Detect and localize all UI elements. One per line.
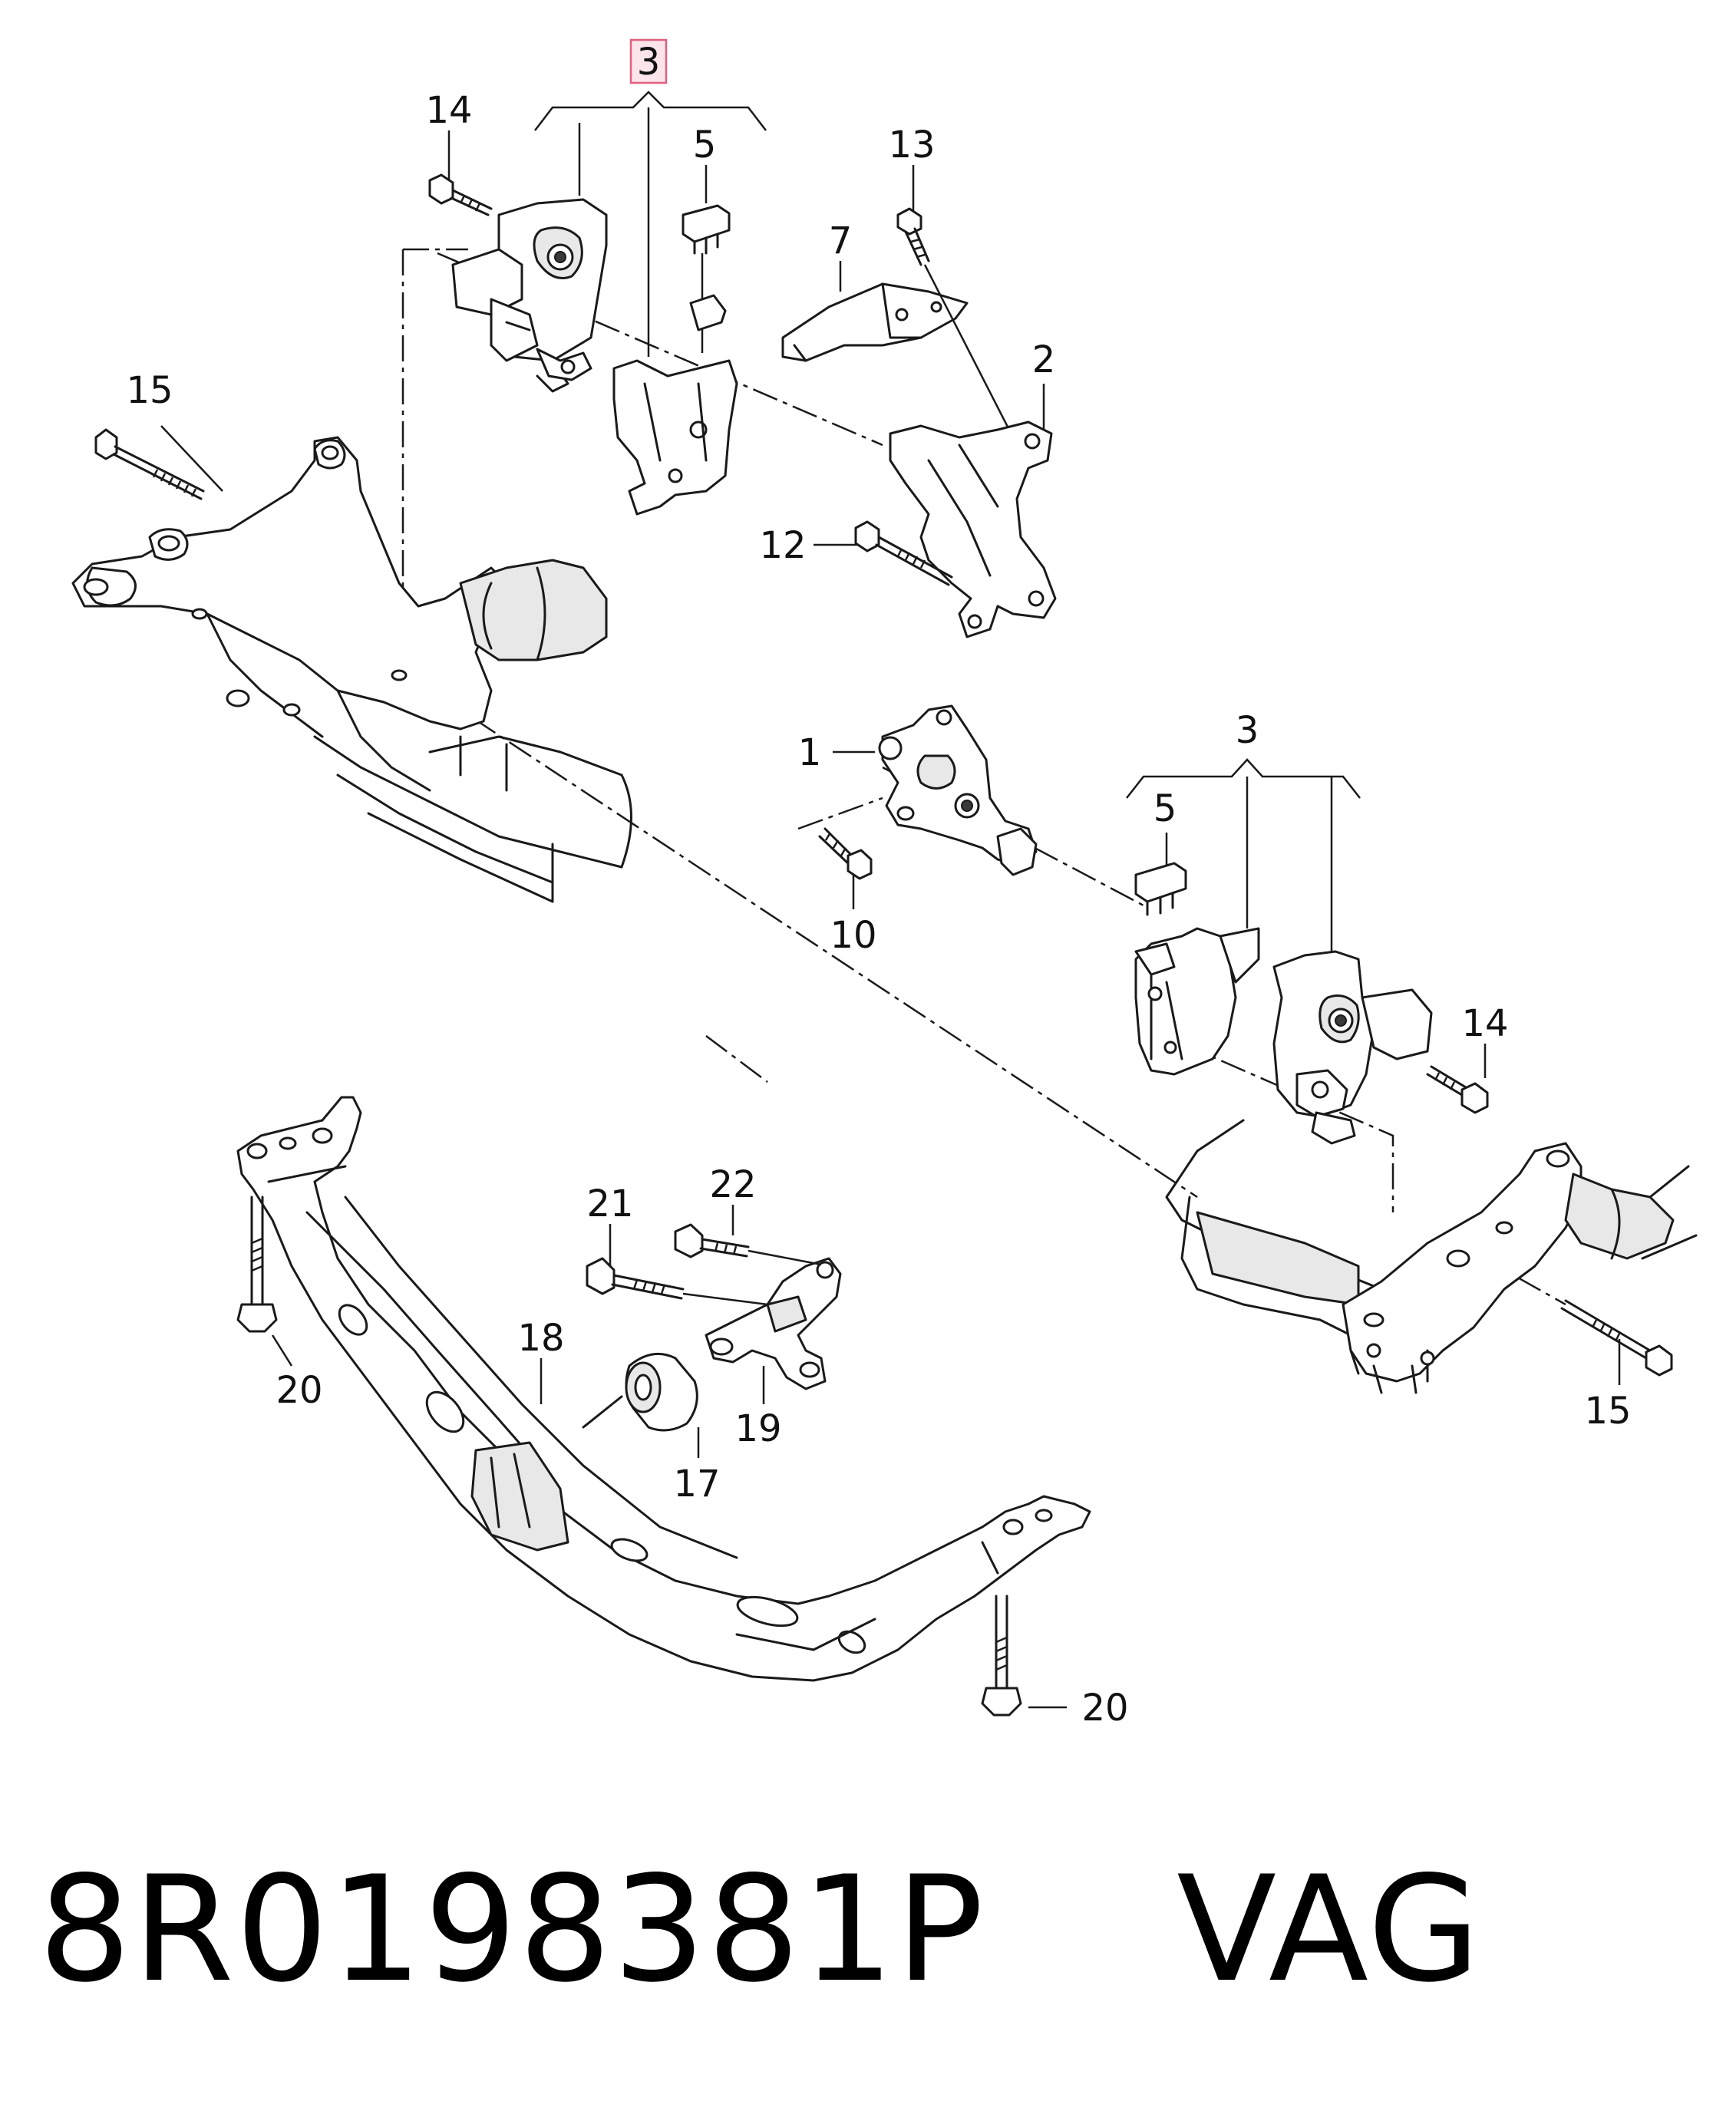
bracket-1 bbox=[878, 704, 1038, 876]
callout-2[interactable]: 2 bbox=[1032, 338, 1056, 381]
cap-5-mid bbox=[1134, 862, 1187, 916]
callout-10[interactable]: 10 bbox=[830, 914, 876, 957]
engine-mount-mid bbox=[1134, 927, 1433, 1145]
bolt-12 bbox=[854, 520, 953, 586]
guide-line bbox=[797, 796, 883, 830]
engine-mount-top bbox=[451, 198, 608, 393]
subframe-left bbox=[71, 436, 632, 903]
callout-20[interactable]: 20 bbox=[276, 1369, 322, 1412]
bolt-14-top bbox=[428, 173, 493, 216]
bolt-14-mid bbox=[1426, 1065, 1489, 1114]
callout-21[interactable]: 21 bbox=[586, 1182, 633, 1225]
callout-labels: 3 14 5 13 7 2 15 12 1 3 5 10 14 21 22 18… bbox=[126, 38, 1632, 1730]
bushing-17 bbox=[582, 1352, 698, 1432]
mount-bracket-top bbox=[612, 359, 738, 516]
callout-1[interactable]: 1 bbox=[798, 731, 822, 774]
bolt-20-left bbox=[236, 1196, 278, 1333]
group-bracket-top bbox=[534, 91, 767, 357]
callout-5[interactable]: 5 bbox=[693, 124, 717, 167]
highlighted-callout-box bbox=[629, 38, 668, 84]
bolt-21 bbox=[586, 1257, 768, 1306]
bolt-10 bbox=[818, 827, 873, 880]
cap-5-top bbox=[682, 204, 731, 353]
bolt-15-right bbox=[1560, 1299, 1673, 1377]
callout-3[interactable]: 3 bbox=[1236, 709, 1259, 752]
callout-18[interactable]: 18 bbox=[517, 1317, 564, 1360]
part-number-caption: 8R0198381P VAG bbox=[38, 1845, 1482, 2014]
callout-17[interactable]: 17 bbox=[673, 1463, 720, 1506]
bracket-2 bbox=[889, 421, 1057, 638]
callout-14[interactable]: 14 bbox=[425, 89, 472, 132]
leader-lines bbox=[160, 130, 1621, 1709]
callout-19[interactable]: 19 bbox=[734, 1407, 781, 1450]
callout-22[interactable]: 22 bbox=[709, 1163, 756, 1206]
callout-20-bottom[interactable]: 20 bbox=[1081, 1687, 1128, 1730]
bolt-22 bbox=[674, 1223, 822, 1266]
bolt-15-left bbox=[94, 428, 205, 500]
callout-3-highlighted[interactable]: 3 bbox=[637, 41, 661, 84]
callout-12[interactable]: 12 bbox=[759, 524, 806, 567]
subframe-right bbox=[1165, 1119, 1698, 1394]
group-bracket-mid bbox=[1126, 758, 1361, 959]
callout-13[interactable]: 13 bbox=[888, 124, 935, 167]
callout-5-mid[interactable]: 5 bbox=[1153, 787, 1177, 830]
bolt-13 bbox=[896, 207, 1015, 438]
exploded-parts-diagram: 3 14 5 13 7 2 15 12 1 3 5 10 14 21 22 18… bbox=[71, 38, 1698, 1730]
callout-14-mid[interactable]: 14 bbox=[1461, 1002, 1508, 1045]
cross-member-18 bbox=[236, 1096, 1091, 1682]
heat-shield-7 bbox=[781, 282, 969, 362]
callout-15-right[interactable]: 15 bbox=[1584, 1390, 1631, 1433]
bolt-20-bottom bbox=[981, 1595, 1022, 1717]
callout-7[interactable]: 7 bbox=[829, 219, 853, 262]
guide-line bbox=[437, 252, 883, 447]
guide-line bbox=[705, 1035, 768, 1083]
guide-line bbox=[1181, 1042, 1394, 1212]
torque-link-19 bbox=[705, 1257, 842, 1390]
callout-15[interactable]: 15 bbox=[126, 369, 173, 412]
